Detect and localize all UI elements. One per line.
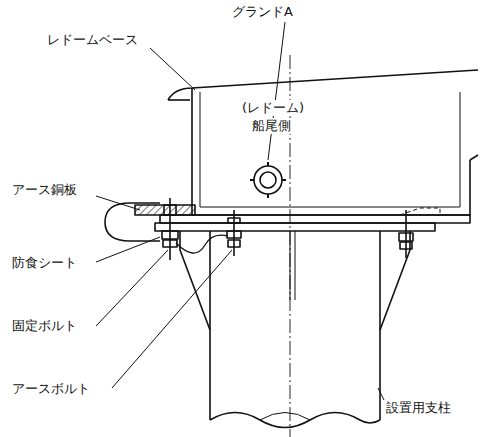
mounting-plate <box>155 223 435 231</box>
part-label: グランドA <box>230 4 295 20</box>
earth-wire <box>176 235 228 253</box>
radome-base-top <box>168 70 478 100</box>
gland-a-inner <box>260 172 276 188</box>
note-label: (レドーム) <box>240 100 306 116</box>
leader-lines <box>96 22 384 400</box>
part-label: 設置用支柱 <box>384 400 453 416</box>
note-label: 船尾側 <box>250 118 293 134</box>
part-label: 防食シート <box>10 255 79 271</box>
flange-plate <box>160 215 470 223</box>
fixing-bolt-left <box>162 198 178 260</box>
part-label: アース銅板 <box>10 182 79 198</box>
part-label: レドームベース <box>45 32 140 48</box>
radome-base-break <box>470 155 478 160</box>
radome-base-lip <box>168 99 190 101</box>
radome-base-inner <box>200 92 460 207</box>
radome-base-box <box>192 88 470 215</box>
pole-break <box>210 413 380 428</box>
part-label: アースボルト <box>10 381 92 397</box>
copper-plate-section <box>135 205 195 215</box>
gland-a <box>254 166 282 194</box>
fixing-bolt-right <box>399 210 413 258</box>
support-pole <box>210 231 380 420</box>
earth-bolt <box>227 210 241 256</box>
part-label: 固定ボルト <box>10 318 79 334</box>
